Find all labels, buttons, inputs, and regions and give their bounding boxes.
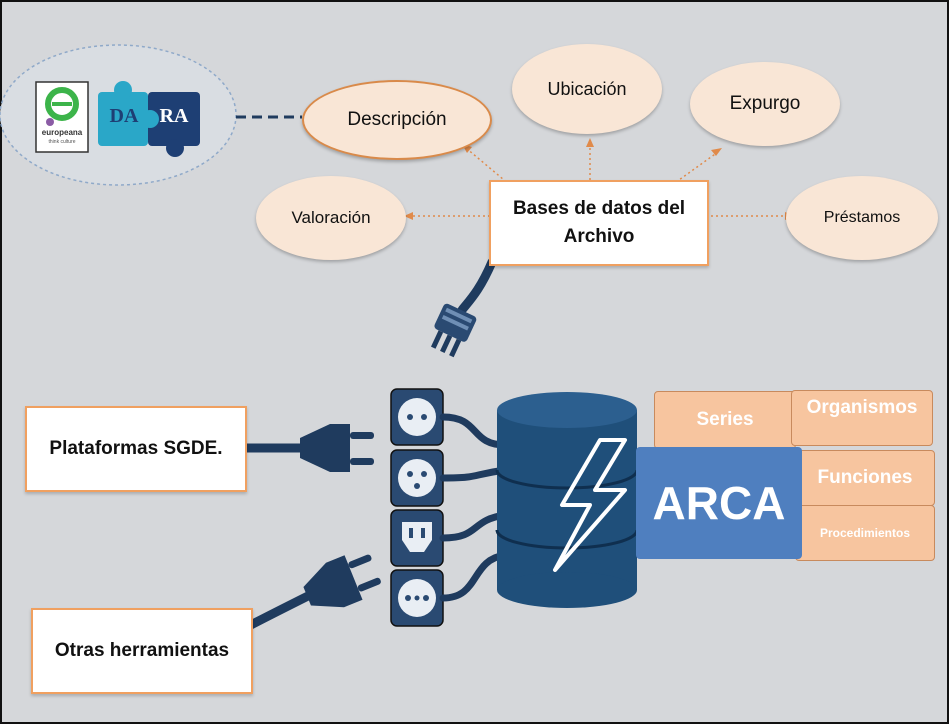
node-plataformas-sgde: Plataformas SGDE.	[25, 406, 247, 492]
europeana-tagline: think culture	[48, 139, 76, 145]
node-otras-herramientas-label: Otras herramientas	[54, 640, 230, 661]
tile-series-label: Series	[696, 409, 754, 430]
arca-title: ARCA	[652, 477, 786, 529]
node-expurgo: Expurgo	[690, 62, 840, 146]
node-bases-datos-line1: Bases de datos del	[512, 198, 686, 219]
node-plataformas-sgde-label: Plataformas SGDE.	[49, 438, 223, 459]
tile-organismos-label: Organismos	[806, 397, 918, 418]
socket-strip	[390, 388, 444, 627]
node-bases-datos-line2: Archivo	[563, 226, 635, 247]
tile-procedimientos: Procedimientos	[795, 505, 935, 561]
node-descripcion: Descripción	[302, 80, 492, 160]
tile-funciones: Funciones	[795, 450, 935, 506]
tile-procedimientos-label: Procedimientos	[819, 526, 911, 540]
europeana-wordmark: europeana	[41, 128, 83, 137]
tile-organismos: Organismos	[791, 390, 933, 446]
left-plug-cable-2	[242, 590, 313, 632]
top-plug-icon	[430, 303, 477, 358]
node-valoracion: Valoración	[256, 176, 406, 260]
database-icon	[495, 392, 639, 608]
europeana-logo	[35, 81, 89, 153]
lightning-icon	[553, 438, 627, 572]
node-prestamos: Préstamos	[786, 176, 938, 260]
node-prestamos-label: Préstamos	[823, 209, 901, 226]
node-ubicacion: Ubicación	[512, 44, 662, 134]
dara-text-da: DA	[109, 105, 139, 127]
left-plug-icon-2	[303, 554, 381, 608]
tile-funciones-label: Funciones	[817, 467, 913, 488]
socket-cables	[439, 413, 509, 602]
node-expurgo-label: Expurgo	[729, 93, 801, 114]
node-otras-herramientas: Otras herramientas	[31, 608, 253, 694]
dara-logo	[98, 81, 200, 157]
node-valoracion-label: Valoración	[291, 208, 371, 227]
arca-main-block: ARCA	[636, 447, 802, 559]
dara-text-ra: RA	[159, 105, 189, 127]
node-ubicacion-label: Ubicación	[547, 78, 627, 99]
top-plug-cable	[457, 257, 497, 315]
tile-series: Series	[654, 391, 796, 449]
node-bases-datos: Bases de datos del Archivo	[489, 180, 709, 266]
node-descripcion-label: Descripción	[347, 109, 447, 130]
left-plug-icon-1	[300, 424, 374, 472]
